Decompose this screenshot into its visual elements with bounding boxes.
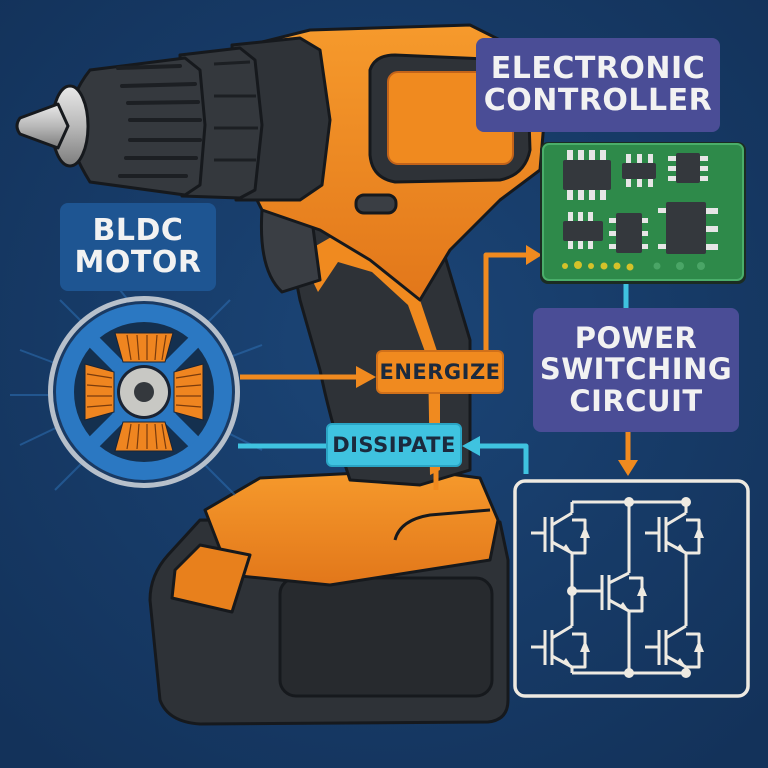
label-line: SWITCHING [539,352,733,387]
drill-illustration [15,23,547,726]
energize-label: ENERGIZE [376,350,504,394]
bldc-motor-label: BLDC MOTOR [60,203,216,291]
chip [666,202,706,254]
battery-panel [278,576,494,698]
electronic-controller-label: ELECTRONIC CONTROLLER [476,38,720,132]
emitter-arrow [562,544,572,553]
power-switching-circuit-label: POWER SWITCHING CIRCUIT [533,308,739,432]
chip [622,163,656,179]
direction-switch [354,193,398,215]
igbt-top-left [531,511,587,555]
label-line: CONTROLLER [483,83,713,118]
battery-top [203,468,500,587]
handle-orange-stripe [300,232,440,475]
label-line: ELECTRONIC [490,50,706,86]
emitter-arrow [676,544,686,553]
igbt-bridge-schematic [513,479,750,698]
chip [676,153,700,183]
label-line: BLDC [92,212,184,248]
arrow-to-dissipate [462,436,480,456]
energize-text: ENERGIZE [379,359,501,384]
chip [563,160,611,190]
schematic-frame [513,479,750,698]
arrow-to-schematic [618,460,638,476]
diode-arrow [694,640,704,652]
pcb-board-icon [540,142,746,284]
chip [563,221,603,241]
label-line: MOTOR [74,245,202,280]
dissipate-flow [238,282,629,474]
trigger [259,203,322,294]
dissipate-label: DISSIPATE [326,423,462,467]
label-line: CIRCUIT [569,383,703,418]
diode-arrow [580,640,590,652]
bldc-motor-icon [48,296,240,488]
arrow-to-energize [356,366,376,388]
label-line: POWER [574,321,698,356]
arrow-to-controller [526,245,542,265]
diode-arrow [637,584,647,596]
chip [616,213,642,253]
emitter-arrow [562,658,572,667]
emitter-arrow [619,602,629,611]
junction-dot [624,497,634,507]
battery-latch [170,543,252,614]
drill-bit-tip [15,102,70,150]
diode-arrow [580,526,590,538]
dissipate-text: DISSIPATE [332,432,456,457]
diode-arrow [694,526,704,538]
junction-dot [567,586,577,596]
junction-dot [681,497,691,507]
junction-dot [681,668,691,678]
emitter-arrow [676,658,686,667]
junction-dot [624,668,634,678]
